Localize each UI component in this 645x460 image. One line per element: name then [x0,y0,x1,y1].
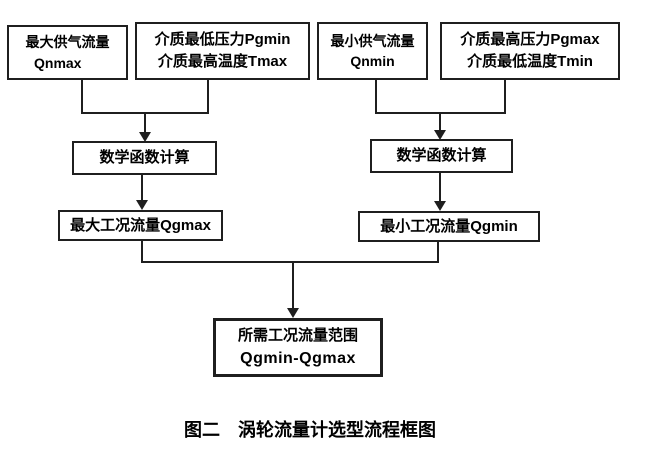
merge-bottom-connector [141,241,439,318]
node-math-function-right: 数学函数计算 [370,139,513,173]
node-label: 介质最低压力Pgmin [154,31,291,49]
node-math-function-left: 数学函数计算 [72,141,217,175]
node-symbol: Qnmax [34,54,82,71]
node-label: 最大工况流量Qgmax [70,216,211,234]
node-label: 介质最高压力Pgmax [460,31,600,49]
node-max-pressure-min-temp: 介质最高压力Pgmax 介质最低温度Tmin [440,22,620,80]
node-label: 介质最低温度Tmin [467,53,593,70]
math-left-to-qgmax-arrow [136,175,148,210]
node-min-supply-flow: 最小供气流量 Qnmin [317,22,428,80]
node-label: 数学函数计算 [396,147,487,165]
node-label: 最小工况流量Qgmin [380,217,518,235]
node-label: 最大供气流量 [25,34,110,51]
node-label: 所需工况流量范围 [237,327,358,345]
node-required-flow-range: 所需工况流量范围 Qgmin-Qgmax [213,318,383,377]
node-range-value: Qgmin-Qgmax [240,349,356,367]
math-right-to-qgmin-arrow [434,173,446,211]
node-min-pressure-max-temp: 介质最低压力Pgmin 介质最高温度Tmax [135,22,310,80]
node-label: 最小供气流量 [330,32,415,49]
node-label: 数学函数计算 [99,149,190,167]
merge-right-top-connector [375,79,506,140]
node-symbol: Qnmin [350,53,395,69]
node-min-working-flow: 最小工况流量Qgmin [358,211,540,242]
node-max-supply-flow: 最大供气流量 Qnmax [7,25,128,80]
node-max-working-flow: 最大工况流量Qgmax [58,210,223,241]
node-label: 介质最高温度Tmax [157,53,288,70]
figure-caption: 图二 涡轮流量计选型流程框图 [184,420,436,440]
merge-left-top-connector [81,79,209,142]
